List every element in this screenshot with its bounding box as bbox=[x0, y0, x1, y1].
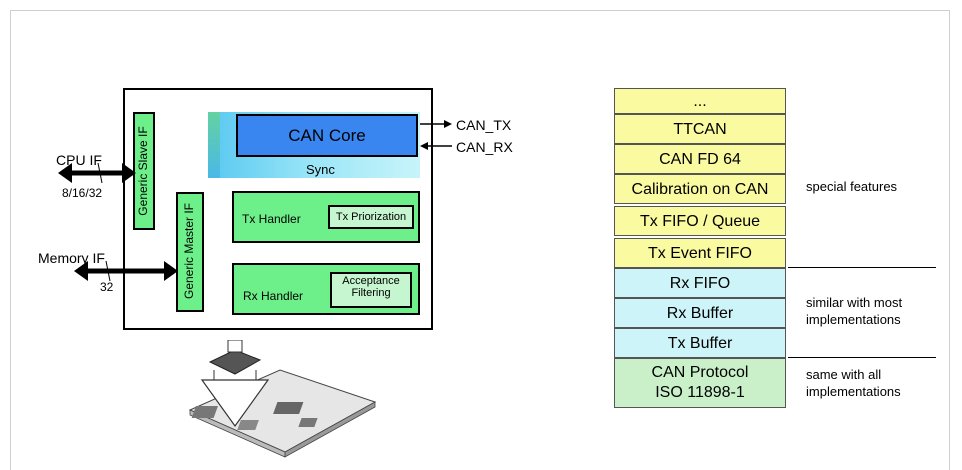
memory-if-arrow bbox=[74, 260, 178, 282]
stack-row-tx-buffer: Tx Buffer bbox=[614, 328, 786, 358]
rx-handler-label: Rx Handler bbox=[243, 289, 304, 303]
can-protocol-line2: ISO 11898-1 bbox=[655, 384, 745, 401]
generic-master-if-block bbox=[176, 192, 204, 312]
stack-row-ellipsis: ... bbox=[614, 88, 786, 114]
stack-row-rx-buffer: Rx Buffer bbox=[614, 298, 786, 328]
generic-master-if-label: Generic Master IF bbox=[182, 202, 196, 300]
generic-slave-if-block bbox=[133, 112, 155, 230]
sync-accent bbox=[208, 112, 220, 178]
tx-priorization-box: Tx Priorization bbox=[328, 205, 414, 229]
acceptance-filtering-box: Acceptance Filtering bbox=[330, 272, 412, 308]
stack-row-ttcan: TTCAN bbox=[614, 114, 786, 144]
slide-frame bbox=[10, 10, 950, 470]
can-tx-label: CAN_TX bbox=[456, 117, 512, 133]
can-core-label: CAN Core bbox=[288, 126, 366, 145]
sync-label: Sync bbox=[306, 162, 335, 177]
can-protocol-line1: CAN Protocol bbox=[651, 364, 749, 381]
note-same: same with all implementations bbox=[806, 366, 901, 400]
cpu-if-label: CPU IF bbox=[56, 152, 102, 168]
stack-row-tx-event-fifo: Tx Event FIFO bbox=[614, 238, 786, 268]
stack-row-calibration: Calibration on CAN bbox=[614, 174, 786, 204]
memory-if-label: Memory IF bbox=[38, 250, 105, 266]
stack-row-can-protocol: CAN Protocol ISO 11898-1 bbox=[614, 358, 786, 408]
note-similar-line2: implementations bbox=[806, 312, 901, 327]
memory-if-width: 32 bbox=[100, 280, 114, 294]
can-rx-label: CAN_RX bbox=[456, 139, 513, 155]
separator-line-2 bbox=[788, 357, 936, 358]
note-same-line2: implementations bbox=[806, 384, 901, 399]
tx-handler-label: Tx Handler bbox=[242, 212, 301, 226]
can-core-box: CAN Core bbox=[236, 114, 418, 157]
note-similar-line1: similar with most bbox=[806, 295, 903, 310]
separator-line-1 bbox=[788, 267, 936, 268]
stack-row-tx-fifo-queue: Tx FIFO / Queue bbox=[614, 206, 786, 236]
stack-row-rx-fifo: Rx FIFO bbox=[614, 268, 786, 298]
tx-priorization-label: Tx Priorization bbox=[335, 211, 407, 223]
generic-slave-if-label: Generic Slave IF bbox=[136, 126, 150, 216]
acceptance-filtering-label: Acceptance Filtering bbox=[342, 275, 400, 299]
stack-row-can-fd-64: CAN FD 64 bbox=[614, 144, 786, 174]
cpu-if-arrow bbox=[58, 162, 136, 184]
note-special-features: special features bbox=[806, 179, 898, 194]
note-same-line1: same with all bbox=[806, 367, 882, 382]
cpu-if-width: 8/16/32 bbox=[62, 186, 103, 200]
chip-board-illustration bbox=[188, 340, 377, 458]
can-io-arrows bbox=[420, 120, 452, 150]
note-similar: similar with most implementations bbox=[806, 294, 902, 328]
